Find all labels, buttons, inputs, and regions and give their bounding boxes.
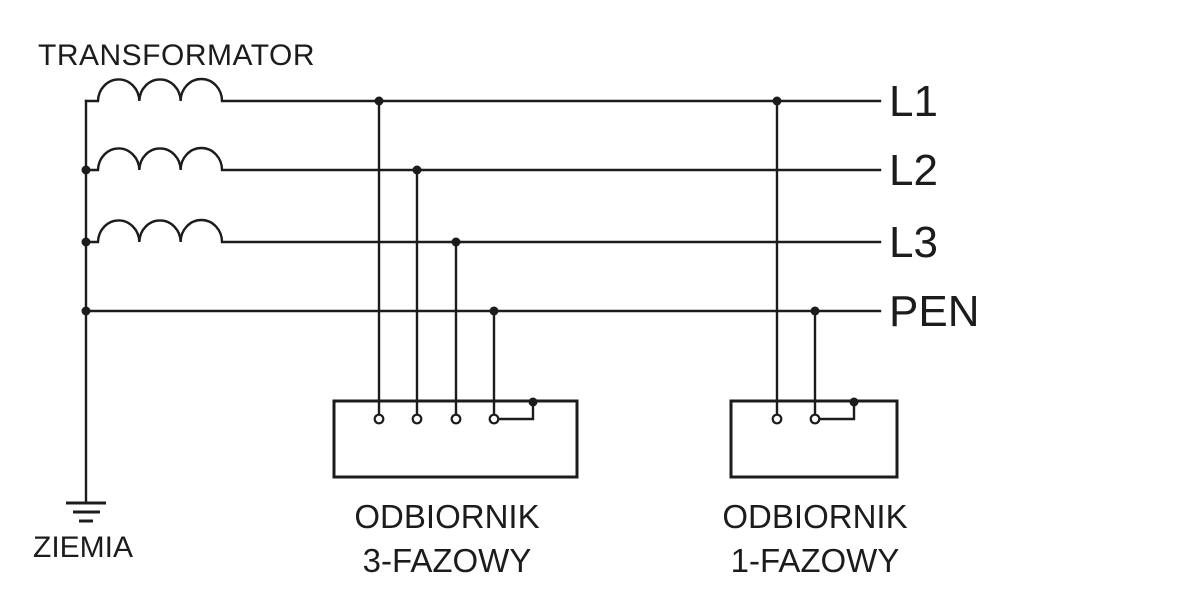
terminal-circle	[373, 413, 385, 425]
junction-dot	[528, 397, 538, 407]
load-type-3ph: 3-FAZOWY	[362, 542, 532, 579]
load-type-1ph: 1-FAZOWY	[730, 542, 900, 579]
pe-link-wire-3ph	[496, 401, 535, 421]
junction-dot	[81, 165, 91, 175]
load-label-1ph: ODBIORNIK 1-FAZOWY	[665, 495, 965, 583]
ground-icon	[66, 501, 106, 523]
winding-l2-icon	[84, 146, 882, 172]
ground-label: ZIEMIA	[33, 531, 134, 564]
junction-dot	[772, 96, 782, 106]
line-label-l2: L2	[889, 146, 938, 195]
load-name-3ph: ODBIORNIK	[354, 498, 540, 535]
terminal-group	[373, 413, 821, 425]
junction-dot	[849, 397, 859, 407]
junction-dot-group	[81, 96, 859, 407]
line-label-l1: L1	[889, 77, 938, 126]
terminal-circle	[411, 413, 423, 425]
line-label-l3: L3	[889, 218, 938, 267]
terminal-circle	[809, 413, 821, 425]
junction-dot	[81, 306, 91, 316]
line-label-pen: PEN	[889, 287, 980, 336]
load-box-group	[332, 399, 899, 479]
junction-dot	[374, 96, 384, 106]
terminal-circle	[450, 413, 462, 425]
junction-dot	[451, 237, 461, 247]
transformer-label: TRANSFORMATOR	[38, 39, 316, 72]
load-box-1ph	[729, 399, 899, 479]
load-box-3ph	[332, 399, 579, 479]
terminal-circle	[488, 413, 500, 425]
junction-dot	[810, 306, 820, 316]
junction-dot	[489, 306, 499, 316]
terminal-circle	[771, 413, 783, 425]
winding-l1-icon	[84, 77, 882, 103]
load-label-3ph: ODBIORNIK 3-FAZOWY	[297, 495, 597, 583]
wire-group	[84, 77, 882, 503]
junction-dot	[412, 165, 422, 175]
pe-link-wire-1ph	[817, 401, 856, 421]
load-name-1ph: ODBIORNIK	[722, 498, 908, 535]
junction-dot	[81, 237, 91, 247]
winding-l3-icon	[84, 218, 882, 244]
